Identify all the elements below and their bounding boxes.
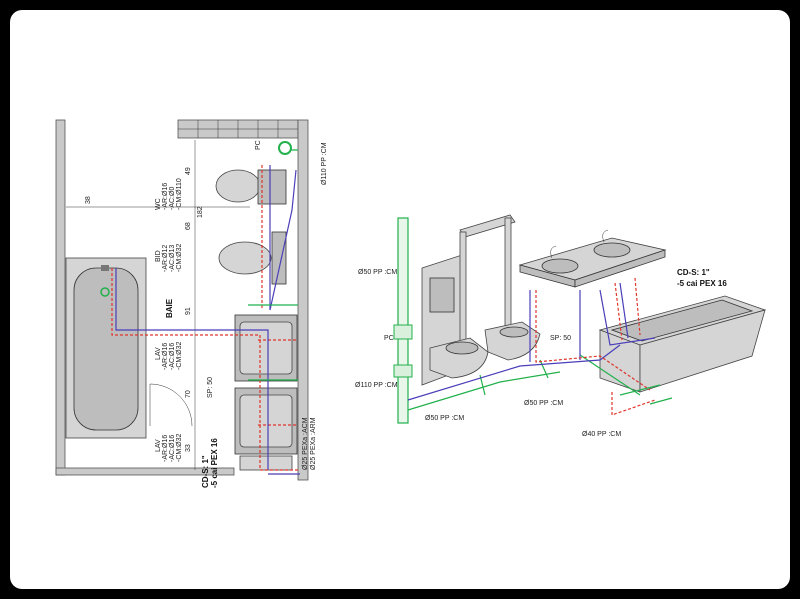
o50-mid-label: Ø50 PP :CM bbox=[524, 400, 563, 407]
dim-38: 38 bbox=[85, 196, 92, 204]
dim-182: 182 bbox=[197, 206, 204, 218]
soil-stack bbox=[393, 217, 413, 424]
lav2-label: LAV -AR:Ø16 -AC:Ø16 -CM:Ø32 bbox=[155, 434, 183, 463]
o110-label: Ø110 PP :CM bbox=[355, 382, 398, 389]
svg-text:-CM:Ø110: -CM:Ø110 bbox=[176, 178, 183, 210]
bid-label: BID -AR:Ø12 -AC:Ø13 -CM:Ø32 bbox=[155, 244, 183, 273]
svg-text:-CM:Ø32: -CM:Ø32 bbox=[176, 342, 183, 371]
floor-plan: 49 68 91 70 33 38 182 bbox=[55, 119, 328, 488]
drain-icon bbox=[100, 287, 110, 297]
svg-text:-CM:Ø32: -CM:Ø32 bbox=[176, 244, 183, 273]
svg-text:-AR:Ø16: -AR:Ø16 bbox=[162, 435, 169, 462]
baie-label: BAIE bbox=[165, 298, 174, 318]
lav1-label: LAV -AR:Ø16 -AC:Ø16 -CM:Ø32 bbox=[155, 342, 183, 371]
pex-label: Ø25 PEXa :ACM Ø25 PEXa :ARM bbox=[302, 417, 317, 470]
dim-68: 68 bbox=[185, 222, 192, 230]
vanity-plan bbox=[234, 314, 298, 471]
svg-text:LAV: LAV bbox=[155, 439, 162, 452]
door-swing bbox=[149, 383, 193, 427]
drawing-canvas: 49 68 91 70 33 38 182 bbox=[55, 119, 767, 488]
svg-text:-AC:Ø13: -AC:Ø13 bbox=[169, 245, 176, 272]
pc-pipe-label: Ø110 PP :CM bbox=[321, 142, 328, 185]
svg-text:BID: BID bbox=[155, 250, 162, 262]
svg-text:-5 cai PEX 16: -5 cai PEX 16 bbox=[677, 279, 727, 288]
svg-text:-AC:Ø16: -AC:Ø16 bbox=[169, 343, 176, 370]
svg-text:-AR:Ø16: -AR:Ø16 bbox=[162, 183, 169, 210]
pc-label: PC bbox=[255, 140, 262, 150]
bidet-iso bbox=[484, 321, 541, 361]
vanity-iso bbox=[518, 229, 667, 288]
svg-text:-AR:Ø12: -AR:Ø12 bbox=[162, 245, 169, 272]
wc-plan bbox=[215, 169, 287, 205]
dim-91: 91 bbox=[185, 307, 192, 315]
svg-text:WC: WC bbox=[155, 198, 162, 210]
cds-label: CD-S: 1" -5 cai PEX 16 bbox=[201, 438, 219, 488]
svg-text:-AC:Ø16: -AC:Ø16 bbox=[169, 435, 176, 462]
wall-right bbox=[297, 119, 309, 481]
dim-70: 70 bbox=[185, 390, 192, 398]
o40-label: Ø40 PP :CM bbox=[582, 431, 621, 438]
svg-text:-AR:Ø16: -AR:Ø16 bbox=[162, 343, 169, 370]
svg-text:-AC:Ø0: -AC:Ø0 bbox=[169, 187, 176, 210]
wc-label: WC -AR:Ø16 -AC:Ø0 -CM:Ø110 bbox=[155, 178, 183, 210]
pc-iso-label: PC bbox=[384, 335, 394, 342]
sp50-iso-label: SP: 50 bbox=[550, 335, 571, 342]
pc-icon bbox=[278, 141, 292, 155]
drawing-frame: 49 68 91 70 33 38 182 bbox=[10, 10, 790, 589]
dim-49: 49 bbox=[185, 167, 192, 175]
dim-33: 33 bbox=[185, 444, 192, 452]
o50-top-label: Ø50 PP :CM bbox=[358, 269, 397, 276]
bathtub-iso bbox=[598, 295, 767, 393]
svg-text:CD-S: 1": CD-S: 1" bbox=[677, 268, 710, 277]
cds-iso-label: CD-S: 1" -5 cai PEX 16 bbox=[677, 268, 727, 288]
wall-left bbox=[55, 119, 66, 476]
svg-text:Ø25 PEXa :ACM: Ø25 PEXa :ACM bbox=[302, 417, 309, 470]
svg-text:-CM:Ø32: -CM:Ø32 bbox=[176, 434, 183, 463]
bidet-plan bbox=[218, 231, 287, 285]
svg-text:-5 cai PEX 16: -5 cai PEX 16 bbox=[210, 438, 219, 488]
wc-bowl bbox=[429, 337, 489, 379]
wall-bottom bbox=[55, 467, 235, 476]
svg-text:CD-S: 1": CD-S: 1" bbox=[201, 455, 210, 488]
o50-bottom-label: Ø50 PP :CM bbox=[425, 415, 464, 422]
svg-text:Ø25 PEXa :ARM: Ø25 PEXa :ARM bbox=[310, 417, 317, 470]
isometric-view: Ø50 PP :CM PC Ø110 PP :CM Ø50 PP :CM Ø50… bbox=[355, 214, 767, 438]
svg-text:LAV: LAV bbox=[155, 347, 162, 360]
sp50-label: SP: 50 bbox=[207, 377, 214, 398]
bathtub-plan bbox=[65, 257, 147, 439]
